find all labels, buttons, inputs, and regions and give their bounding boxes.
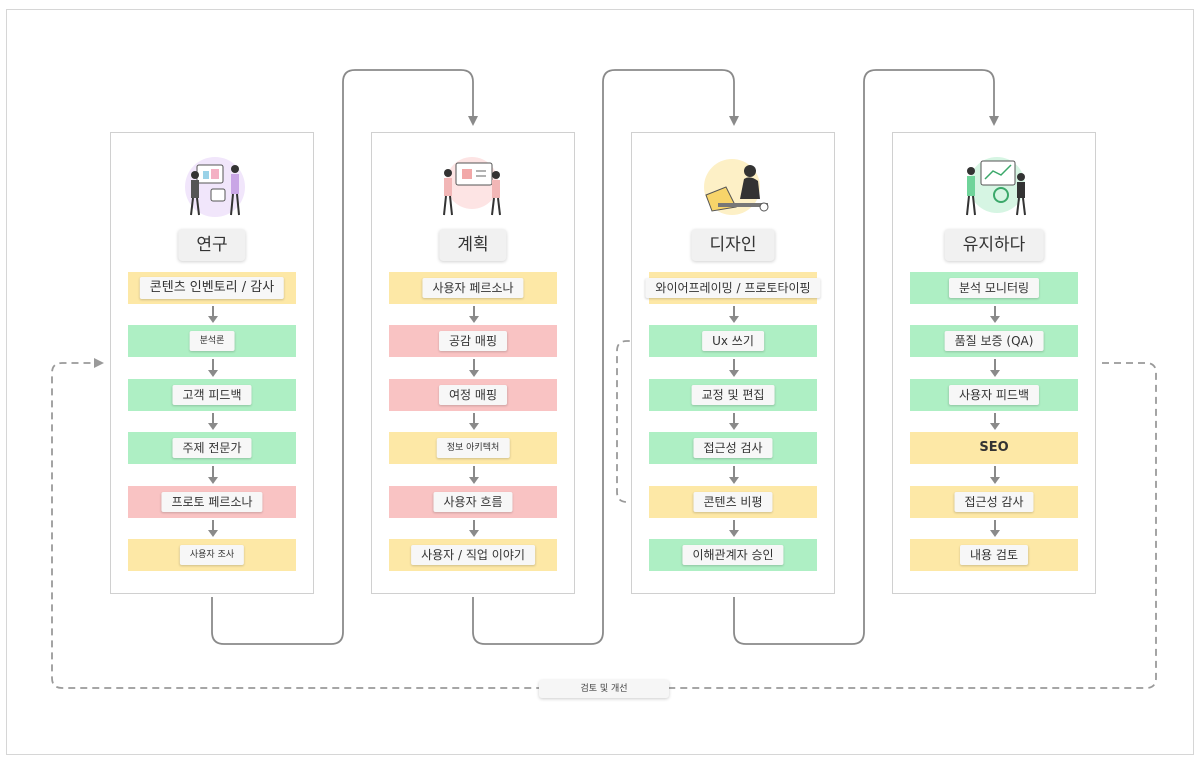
- step-box: 교정 및 편집: [649, 379, 817, 411]
- step-label: 내용 검토: [960, 545, 1028, 565]
- research-team-icon: [185, 157, 245, 217]
- step-label: 공감 매핑: [439, 331, 507, 351]
- step-arrow: [729, 520, 739, 537]
- step-box: 사용자 흐름: [389, 486, 557, 518]
- step-arrow: [990, 306, 1000, 323]
- step-label: 접근성 감사: [954, 492, 1034, 512]
- step-box: 품질 보증 (QA): [910, 325, 1078, 357]
- step-box: 콘텐츠 인벤토리 / 감사: [128, 272, 296, 304]
- step-arrow: [208, 306, 218, 323]
- step-box: 이해관계자 승인: [649, 539, 817, 571]
- column-title: 연구: [178, 229, 246, 261]
- step-arrow: [729, 359, 739, 377]
- step-arrow: [469, 520, 479, 537]
- step-arrow: [729, 306, 739, 323]
- step-arrow: [990, 466, 1000, 484]
- step-label: 사용자 조사: [179, 545, 245, 565]
- step-label: 이해관계자 승인: [682, 545, 784, 565]
- designer-desk-icon: [704, 159, 769, 215]
- step-label: 사용자 / 직업 이야기: [411, 545, 535, 565]
- step-arrow: [729, 413, 739, 430]
- step-label: 와이어프레이밍 / 프로토타이핑: [645, 278, 821, 298]
- step-arrow: [208, 466, 218, 484]
- maintenance-analytics-icon: [966, 157, 1026, 216]
- step-box: 프로토 페르소나: [128, 486, 296, 518]
- step-box: 공감 매핑: [389, 325, 557, 357]
- step-label: 사용자 흐름: [433, 492, 513, 512]
- column-title: 디자인: [691, 229, 775, 261]
- step-arrow: [469, 413, 479, 430]
- step-label: 정보 아키텍처: [436, 438, 510, 458]
- step-arrow: [990, 359, 1000, 377]
- step-label: 사용자 페르소나: [422, 278, 524, 298]
- step-label: 품질 보증 (QA): [944, 331, 1044, 351]
- step-arrow: [208, 520, 218, 537]
- step-label: Ux 쓰기: [702, 331, 764, 351]
- step-label: 교정 및 편집: [691, 385, 775, 405]
- step-label: 접근성 검사: [693, 438, 773, 458]
- step-label: 콘텐츠 인벤토리 / 감사: [139, 277, 285, 299]
- step-box: 콘텐츠 비평: [649, 486, 817, 518]
- step-arrow: [469, 306, 479, 323]
- step-box: 여정 매핑: [389, 379, 557, 411]
- step-box: 주제 전문가: [128, 432, 296, 464]
- step-label: 분석론: [189, 331, 235, 351]
- step-label: 주제 전문가: [172, 438, 252, 458]
- step-box: Ux 쓰기: [649, 325, 817, 357]
- step-box: 사용자 페르소나: [389, 272, 557, 304]
- step-label: 프로토 페르소나: [161, 492, 263, 512]
- step-box: 와이어프레이밍 / 프로토타이핑: [645, 272, 821, 304]
- column-title: 유지하다: [944, 229, 1044, 261]
- connector-design-to-maintain: [733, 69, 999, 645]
- step-label: 고객 피드백: [172, 385, 252, 405]
- review-loop-label: 검토 및 개선: [539, 680, 669, 698]
- step-box: 분석 모니터링: [910, 272, 1078, 304]
- column-connector-lines: [211, 69, 999, 645]
- step-box: SEO: [910, 432, 1078, 464]
- column-title: 계획: [439, 229, 507, 261]
- review-loop-inner-design: [616, 336, 650, 503]
- step-label: 분석 모니터링: [948, 278, 1040, 298]
- step-label: 여정 매핑: [439, 385, 507, 405]
- step-arrow: [208, 359, 218, 377]
- step-arrow: [729, 466, 739, 484]
- step-box: 사용자 / 직업 이야기: [389, 539, 557, 571]
- step-box: 내용 검토: [910, 539, 1078, 571]
- review-loop-lines: [51, 336, 1157, 689]
- step-box: 고객 피드백: [128, 379, 296, 411]
- planning-board-icon: [443, 157, 501, 216]
- step-arrow: [990, 520, 1000, 537]
- step-box: 정보 아키텍처: [389, 432, 557, 464]
- step-label: 콘텐츠 비평: [693, 492, 773, 512]
- step-label: SEO: [979, 440, 1009, 455]
- connector-research-to-planning: [211, 69, 478, 645]
- step-box: 분석론: [128, 325, 296, 357]
- step-arrow: [208, 413, 218, 430]
- review-loop-outer: [51, 358, 1157, 689]
- step-label: 사용자 피드백: [948, 385, 1040, 405]
- step-box: 사용자 피드백: [910, 379, 1078, 411]
- step-box: 접근성 감사: [910, 486, 1078, 518]
- connector-planning-to-design: [472, 69, 739, 645]
- step-arrow: [990, 413, 1000, 430]
- step-box: 사용자 조사: [128, 539, 296, 571]
- step-arrow: [469, 359, 479, 377]
- step-arrow: [469, 466, 479, 484]
- step-box: 접근성 검사: [649, 432, 817, 464]
